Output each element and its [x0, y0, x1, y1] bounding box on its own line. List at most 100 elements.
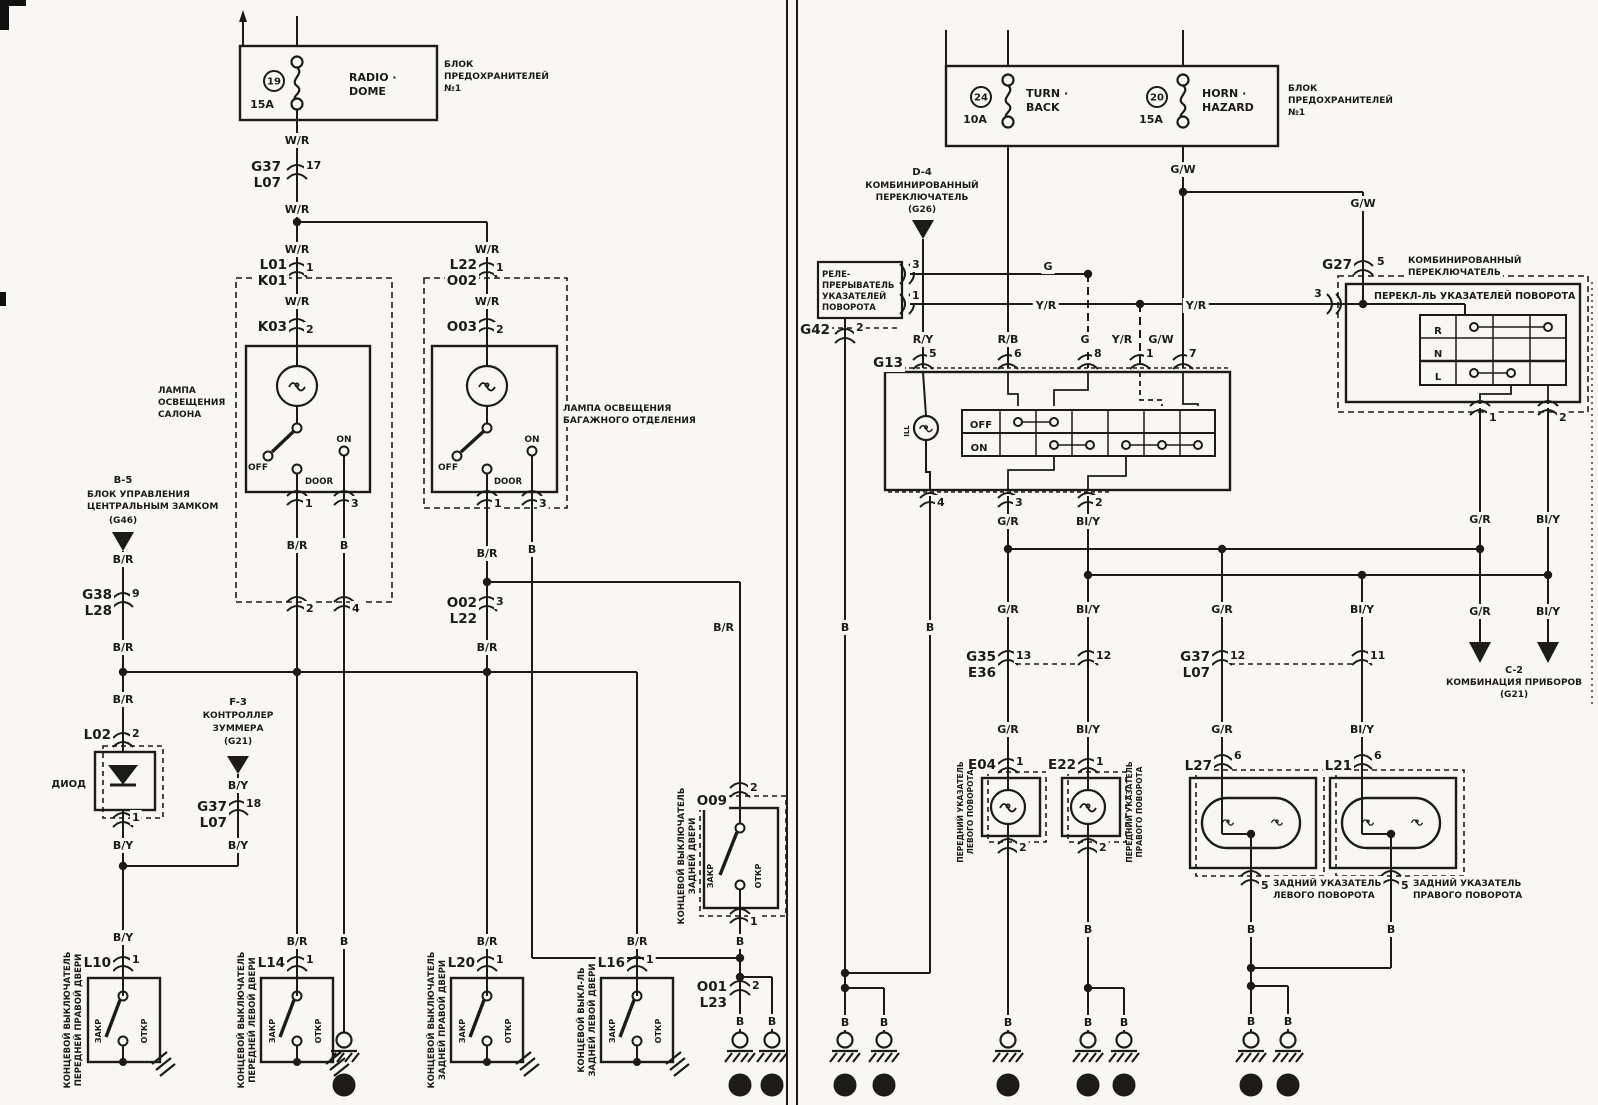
pin-number: 1 [132, 811, 140, 824]
label-backing [284, 934, 310, 949]
component-label: ЛЕВОГО ПОВОРОТА [966, 769, 975, 854]
pin-number: 5 [929, 347, 937, 360]
label-backing [282, 133, 312, 148]
ref-label: C-2 [1505, 665, 1523, 676]
wire-label: B/R [113, 641, 134, 654]
label-backing [910, 166, 934, 179]
ref-label: ПЕРЕКЛЮЧАТЕЛЬ [876, 193, 969, 203]
pin-number: 1 [646, 953, 654, 966]
label-backing [1347, 602, 1378, 617]
label-backing [910, 332, 937, 347]
connector-id: E04 [968, 757, 996, 773]
wire-label: G/R [1211, 603, 1233, 616]
wire-label: Bl/Y [1536, 513, 1561, 526]
component-label: КОМБИНИРОВАННЫЙ [1408, 254, 1521, 266]
pin-number: 13 [1016, 649, 1031, 662]
connector-id: E36 [968, 665, 996, 681]
label-backing [1200, 100, 1256, 115]
label-backing [492, 496, 504, 511]
label-backing [1286, 83, 1320, 95]
label-backing [1209, 602, 1236, 617]
label-backing [1097, 840, 1109, 855]
label-backing [1259, 878, 1271, 893]
ref-label: (G46) [109, 516, 137, 526]
label-backing [442, 59, 476, 71]
label-backing [156, 385, 198, 397]
label-backing [255, 272, 289, 290]
label-backing [82, 602, 114, 620]
label-backing [110, 838, 137, 853]
pin-number: 12 [1096, 649, 1111, 662]
wire-label: Bl/Y [1076, 723, 1101, 736]
connector-id: O02 [447, 595, 477, 611]
label-backing [445, 954, 477, 972]
label-backing [1045, 756, 1078, 774]
label-backing [561, 403, 674, 415]
wire-label: Bl/Y [1350, 723, 1375, 736]
label-backing [494, 594, 506, 609]
fuse-number-badge: 24 [970, 86, 992, 108]
label-backing [595, 954, 627, 972]
pin-number: 3 [1015, 496, 1023, 509]
connector-id: O02 [447, 273, 477, 289]
label-backing [106, 515, 140, 527]
wire-label: B/R [113, 693, 134, 706]
wire-label: B [1084, 1016, 1092, 1029]
hazard-switch-g13 [883, 354, 1232, 508]
ref-label: ЗУММЕРА [213, 724, 264, 734]
switch-position: DOOR [494, 477, 523, 487]
label-backing [304, 158, 324, 173]
connector-id: G27 [1322, 257, 1352, 273]
ground-number-badge: 21 [760, 1073, 784, 1097]
label-backing [244, 796, 264, 811]
wire-label: B [1387, 923, 1395, 936]
component-label: ПРЕРЫВАТЕЛЬ [822, 281, 894, 291]
label-backing [1144, 346, 1156, 361]
fuse-number-badge: 20 [1146, 86, 1168, 108]
switch-position: ЗАКР [94, 1019, 103, 1043]
pin-number: 6 [1234, 749, 1242, 762]
pin-number: 4 [937, 496, 945, 509]
label-backing [444, 272, 479, 290]
label-backing [995, 602, 1022, 617]
circled-number: 21 [765, 1081, 779, 1092]
label-backing [225, 838, 252, 853]
label-backing [1375, 254, 1387, 269]
label-backing [1014, 648, 1034, 663]
left-junction-dots [118, 217, 745, 1066]
component-label: КОНЦЕВОЙ ВЫКЛ-ЛЬ [575, 967, 587, 1072]
left-connector-symbols [112, 164, 751, 996]
label-backing [1320, 256, 1354, 274]
label-backing [447, 610, 479, 628]
label-backing [282, 294, 312, 309]
label-backing [910, 288, 922, 303]
label-backing [1180, 664, 1212, 682]
wire-label: Y/R [1111, 333, 1133, 346]
ref-label: (G26) [908, 205, 936, 215]
fuse-rating: 10A [963, 113, 987, 126]
wire-label: B [340, 539, 348, 552]
pin-number: 4 [352, 602, 360, 615]
label-backing [1073, 602, 1104, 617]
wire-label: G/R [997, 603, 1019, 616]
label-backing [444, 594, 479, 612]
fuse-box-turn-horn [944, 30, 1280, 148]
label-backing [965, 664, 998, 682]
label-backing [1503, 664, 1525, 677]
ground-number-badge: 8 [1076, 1073, 1100, 1097]
pin-number: 2 [1559, 411, 1567, 424]
switch-position: N [1434, 349, 1442, 360]
component-label: ПРАВОГО ПОВОРОТА [1135, 766, 1144, 857]
label-backing [711, 620, 737, 635]
label-backing [748, 780, 760, 795]
switch-position: ON [524, 435, 539, 445]
label-backing [1384, 922, 1398, 937]
label-backing [472, 294, 502, 309]
rear-turn-lamp-l21 [1328, 754, 1465, 886]
label-backing [304, 322, 316, 337]
label-backing [337, 538, 351, 553]
label-backing [284, 538, 310, 553]
pin-number: 1 [494, 497, 502, 510]
label-backing [1093, 495, 1105, 510]
wire-label: B [1004, 1016, 1012, 1029]
